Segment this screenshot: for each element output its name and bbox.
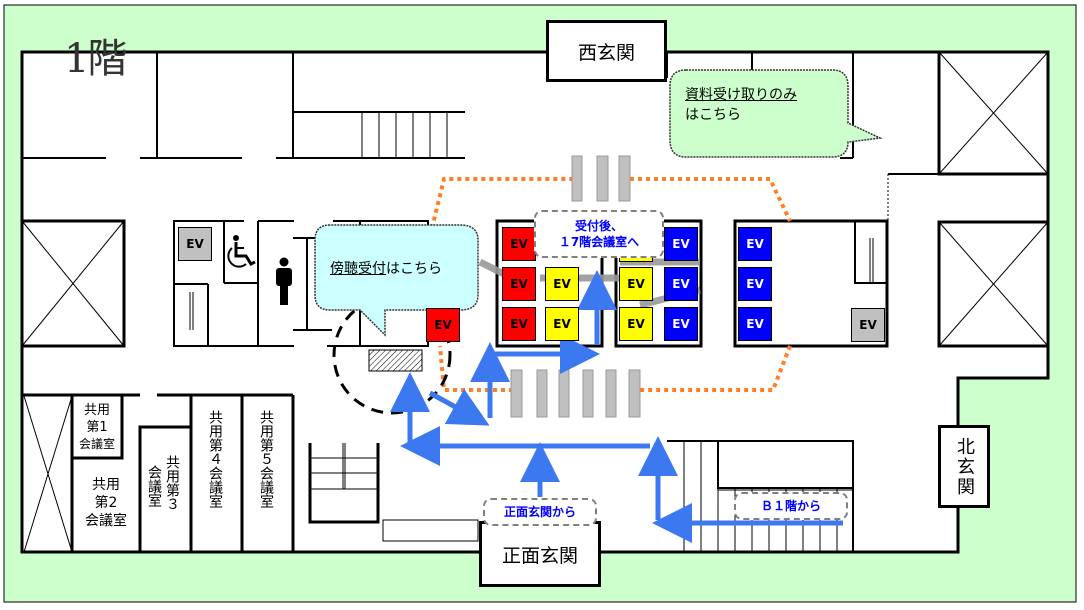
- room-label-line: 第2: [94, 495, 118, 511]
- elevator-red: EV: [502, 227, 536, 261]
- elevator-blue: EV: [738, 307, 772, 341]
- elevator-blue: EV: [664, 307, 698, 341]
- west-entrance[interactable]: 西玄関: [546, 20, 667, 82]
- room-label-line: 共用: [92, 477, 120, 493]
- void-cross-icon: [20, 50, 1050, 553]
- tag-after-reception: 受付後、 １7階会議室へ: [534, 210, 664, 258]
- hearing-reception-rest: はこちら: [386, 261, 442, 277]
- route-arrows: [390, 270, 843, 543]
- callout-hearing-reception: [314, 224, 479, 337]
- security-boundary: [428, 177, 792, 392]
- callout-materials-only: [669, 69, 883, 158]
- room-meeting-2: 共用 第2 会議室: [74, 476, 138, 530]
- elevator-yellow: EV: [545, 307, 579, 341]
- wheelchair-icon: [227, 235, 256, 268]
- from-front-label: 正面玄関から: [503, 505, 576, 519]
- right-walls: [887, 173, 939, 222]
- room-label-line: 共用: [83, 403, 110, 418]
- room-meeting-1: 共用 第1 会議室: [74, 402, 120, 453]
- west-entrance-label: 西玄関: [577, 41, 635, 64]
- elevator-gray-left: EV: [178, 227, 212, 261]
- reception-area-circle: [332, 295, 452, 415]
- elevator-red: EV: [502, 267, 536, 301]
- elevator-yellow: EV: [619, 307, 653, 341]
- front-entrance-label: 正面玄関: [501, 544, 578, 567]
- room-meeting-4: 共用第４会議室: [207, 410, 223, 508]
- stairs-top: [361, 112, 448, 158]
- room-meeting-3-line1: 共用第３: [164, 455, 180, 511]
- north-entrance[interactable]: 北玄関: [938, 425, 990, 508]
- after-reception-line1: 受付後、: [574, 219, 623, 233]
- materials-only-underlined: 資料受け取りのみ: [685, 87, 797, 103]
- route-arrow: [428, 388, 490, 426]
- hearing-reception-underlined: 傍聴受付: [330, 261, 386, 277]
- elevator-blue: EV: [664, 267, 698, 301]
- after-reception-line2: １7階会議室へ: [558, 235, 640, 249]
- elevator-blue: EV: [664, 227, 698, 261]
- room-meeting-3-line2: 会議室: [146, 465, 162, 507]
- person-restroom-icon: [276, 257, 292, 305]
- room-label-line: 第1: [86, 420, 108, 435]
- tag-from-b1: Ｂ１階から: [734, 492, 848, 520]
- elevator-gray-right: EV: [851, 308, 885, 342]
- north-entrance-label: 北玄関: [954, 436, 975, 497]
- tag-from-front-entrance: 正面玄関から: [483, 498, 597, 526]
- elevator-red: EV: [426, 308, 460, 342]
- elevator-blue: EV: [738, 267, 772, 301]
- room-label-line: 会議室: [78, 437, 115, 451]
- callout-materials-only-text: 資料受け取りのみ はこちら: [685, 85, 797, 125]
- materials-only-line2: はこちら: [685, 107, 741, 123]
- room-label-line: 会議室: [85, 513, 127, 529]
- elevator-blue: EV: [738, 227, 772, 261]
- bottom-rooms: [22, 393, 295, 552]
- front-entrance[interactable]: 正面玄関: [479, 521, 601, 587]
- elevator-red: EV: [502, 307, 536, 341]
- floor-title: 1階: [64, 36, 127, 82]
- reception-desk: [368, 349, 423, 372]
- callout-hearing-reception-text: 傍聴受付はこちら: [330, 259, 442, 279]
- elevator-yellow: EV: [545, 267, 579, 301]
- security-gates-top: [571, 155, 631, 202]
- elevator-yellow: EV: [619, 267, 653, 301]
- room-meeting-5: 共用第５会議室: [258, 410, 274, 508]
- from-b1-label: Ｂ１階から: [760, 499, 821, 513]
- stairs-bottom-left: [308, 443, 479, 542]
